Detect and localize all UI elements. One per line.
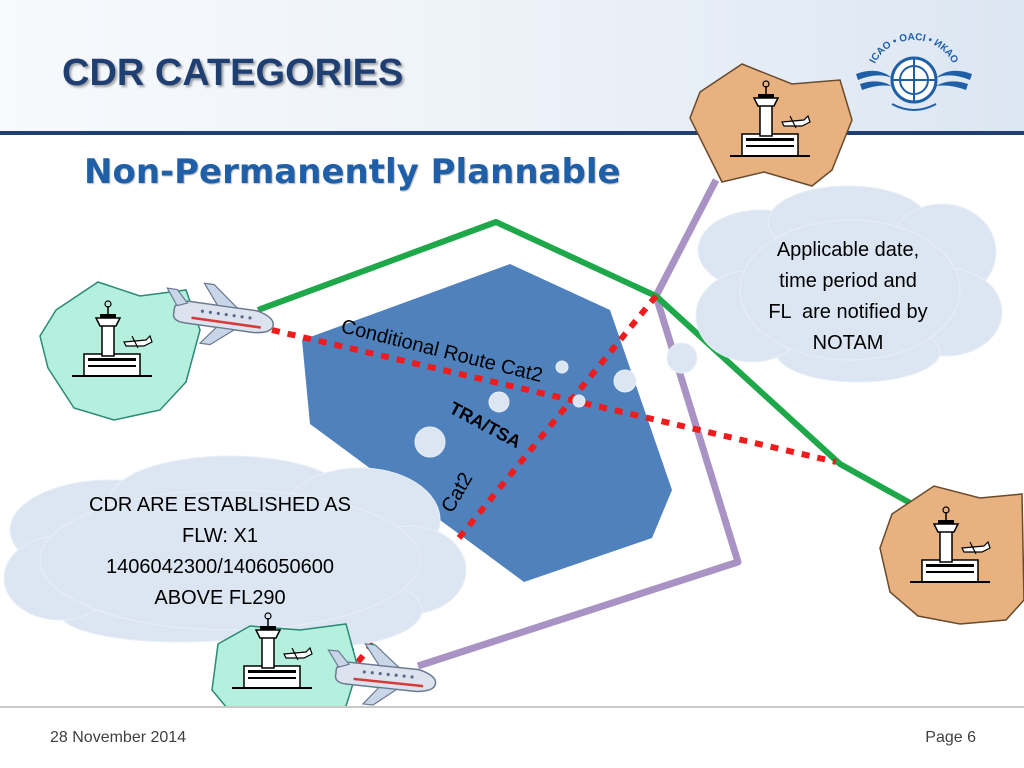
slide-title: CDR CATEGORIES	[62, 52, 404, 94]
cloud-left-line: CDR ARE ESTABLISHED AS	[89, 494, 351, 516]
icao-emblem-icon: ICAO • OACI • ИКАО	[856, 32, 972, 111]
footer-divider	[0, 706, 1024, 708]
cloud-right-line: NOTAM	[812, 332, 884, 354]
cloud-left-line: ABOVE FL290	[154, 587, 286, 609]
cloud-right-line: Applicable date,	[776, 239, 920, 261]
cloud-right-line: FL are notified by	[768, 301, 928, 323]
cloud-left-text: CDR ARE ESTABLISHED AS FLW: X1 140604230…	[70, 490, 370, 614]
cloud-right-line: time period and	[779, 270, 917, 292]
slide-subtitle: Non-Permanently Plannable	[84, 152, 621, 192]
cloud-left	[3, 360, 569, 647]
conditional-route-1	[271, 327, 837, 465]
airport-bottom-right	[879, 485, 1024, 625]
cloud-left-line: 1406042300/1406050600	[105, 556, 335, 578]
footer-band	[0, 708, 1024, 768]
cloud-right-text: Applicable date, time period and FL are …	[738, 235, 958, 359]
tra-tsa-area	[302, 264, 672, 582]
cloud-left-line: FLW: X1	[182, 525, 258, 547]
header-band	[0, 0, 1024, 134]
footer-date: 28 November 2014	[50, 729, 187, 746]
cloud-right	[572, 185, 1003, 408]
airport-top-right	[689, 63, 853, 187]
header-divider	[0, 131, 1024, 135]
airport-left	[39, 281, 201, 421]
page-number: Page 6	[925, 729, 976, 746]
